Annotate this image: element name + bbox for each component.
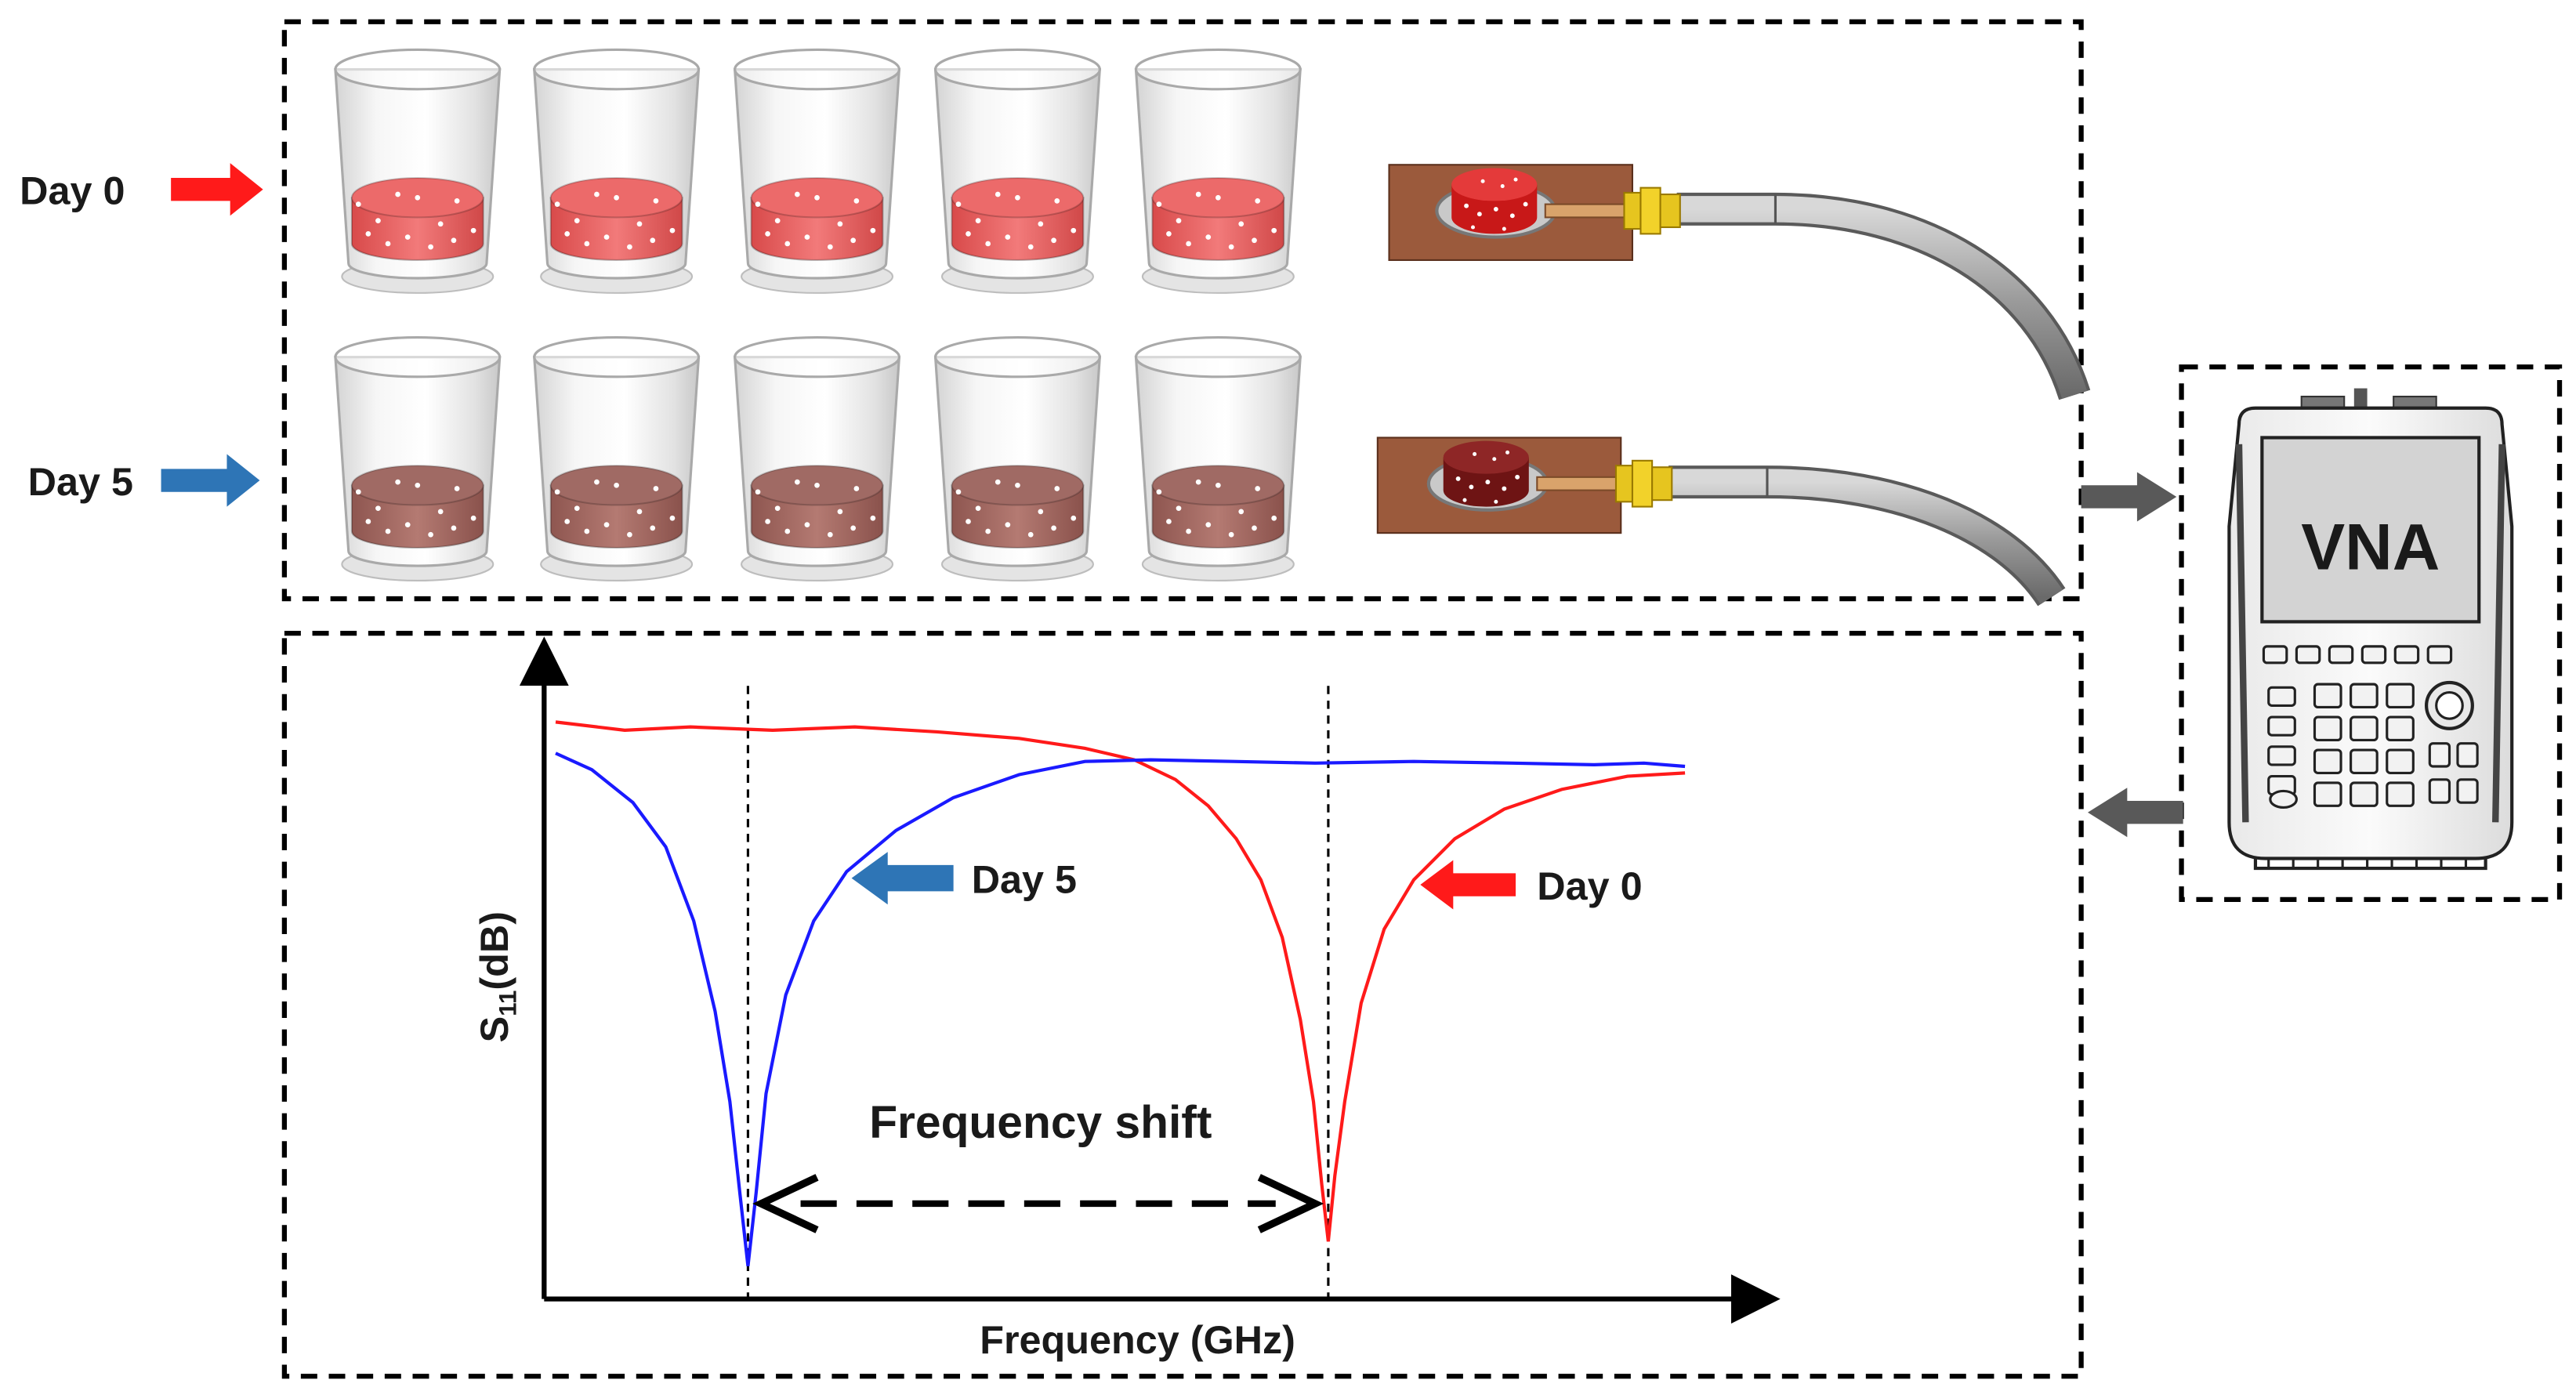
day0-arrow-icon xyxy=(171,163,263,216)
plot-panel-frame xyxy=(281,630,2084,1379)
day5-sample-cup xyxy=(533,335,701,582)
vna-keypad xyxy=(2267,683,2479,809)
x-axis-label: Frequency (GHz) xyxy=(980,1317,1295,1362)
day0-annotation: Day 0 xyxy=(1537,864,1642,908)
vna-panel-frame xyxy=(2179,364,2563,903)
s11-plot: Day 5 Day 0 Frequency shift Frequency (G… xyxy=(472,636,1781,1362)
day0-s11-curve xyxy=(555,720,1686,1242)
day0-label: Day 0 xyxy=(20,168,125,213)
day0-sample-cup xyxy=(1134,48,1302,294)
day5-sample-cup xyxy=(733,335,901,582)
from-vna-arrow-icon xyxy=(2088,788,2183,838)
day5-cup-row xyxy=(334,335,1302,582)
day0-sensor xyxy=(1388,164,2091,400)
day0-sample-cup xyxy=(933,48,1102,294)
day5-row-label: Day 5 xyxy=(28,454,260,507)
vna-screen xyxy=(2260,436,2481,624)
day5-sample-cup xyxy=(1134,335,1302,582)
day5-annotation: Day 5 xyxy=(972,857,1077,902)
day5-pointer-arrow-icon xyxy=(851,852,954,905)
day5-sample-cup xyxy=(334,335,502,582)
day0-pointer-arrow-icon xyxy=(1420,860,1516,910)
vna-device: VNA xyxy=(2227,388,2514,871)
vna-label: VNA xyxy=(2301,509,2440,583)
day0-sample-cup xyxy=(733,48,901,294)
shift-left-arrowhead-icon xyxy=(752,1174,819,1233)
vna-softkeys xyxy=(2262,645,2453,665)
day5-sample-cup xyxy=(933,335,1102,582)
y-axis-label: S11(dB) xyxy=(472,911,521,1042)
day0-sample-cup xyxy=(334,48,502,294)
day5-label: Day 5 xyxy=(28,459,133,504)
day0-sample-cup xyxy=(533,48,701,294)
day0-row-label: Day 0 xyxy=(20,163,263,216)
to-vna-arrow-icon xyxy=(2081,472,2177,522)
day5-s11-curve xyxy=(555,752,1686,1266)
frequency-shift-label: Frequency shift xyxy=(869,1097,1212,1148)
day0-cup-row xyxy=(334,48,1302,294)
shift-right-arrowhead-icon xyxy=(1257,1174,1324,1233)
samples-panel-frame xyxy=(281,19,2084,602)
day5-arrow-icon xyxy=(161,454,260,507)
day5-sensor xyxy=(1376,436,2066,607)
